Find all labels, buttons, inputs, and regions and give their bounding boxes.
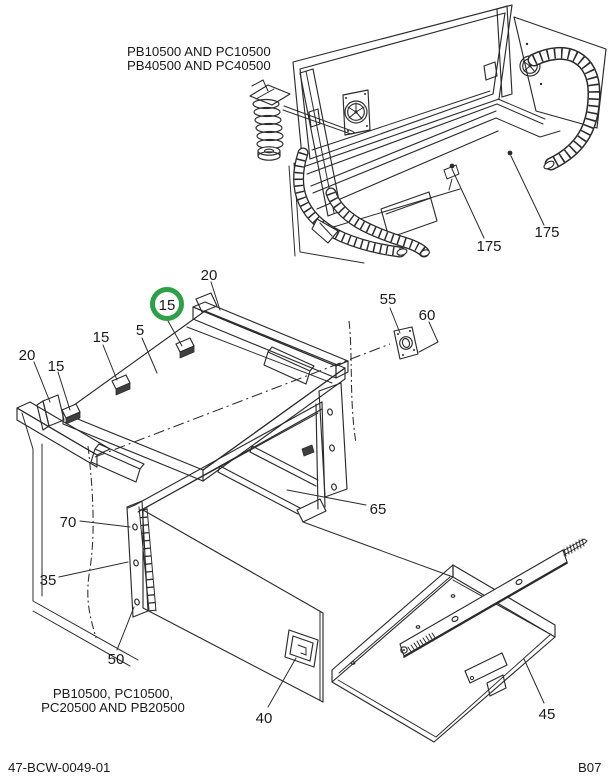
callout-5[interactable]: 5 bbox=[136, 322, 144, 339]
slide-tray bbox=[331, 564, 556, 743]
spring-bolt bbox=[249, 79, 357, 161]
callout-20-top[interactable]: 20 bbox=[201, 267, 218, 284]
callout-175-b[interactable]: 175 bbox=[534, 224, 559, 241]
door-handle bbox=[284, 629, 319, 668]
lower-caption-line1: PB10500, PC10500, bbox=[53, 686, 173, 701]
upper-caption-line1: PB10500 AND PC10500 bbox=[127, 44, 271, 59]
drawing-number: 47-BCW-0049-01 bbox=[8, 760, 110, 775]
callout-20-left[interactable]: 20 bbox=[19, 347, 36, 364]
cover-rail-right bbox=[186, 292, 349, 384]
callout-50[interactable]: 50 bbox=[108, 651, 125, 668]
callout-45[interactable]: 45 bbox=[539, 706, 556, 723]
cover-clamp-tabs bbox=[61, 337, 195, 425]
lower-caption-line2: PC20500 AND PB20500 bbox=[41, 700, 185, 715]
callout-55[interactable]: 55 bbox=[380, 291, 397, 308]
page-code: B07 bbox=[578, 760, 601, 775]
callout-40[interactable]: 40 bbox=[256, 710, 273, 727]
callout-175-a[interactable]: 175 bbox=[476, 238, 501, 255]
door-panel bbox=[138, 506, 324, 703]
right-side-wall bbox=[513, 16, 607, 129]
interior-rails bbox=[217, 444, 319, 515]
lower-assembly-drawing bbox=[16, 281, 588, 743]
callout-35[interactable]: 35 bbox=[40, 572, 57, 589]
battery-box-body bbox=[126, 382, 454, 618]
callout-15-middle[interactable]: 15 bbox=[93, 329, 110, 346]
corrugated-hose-right bbox=[527, 46, 601, 171]
callout-65[interactable]: 65 bbox=[370, 501, 387, 518]
upper-assembly-drawing bbox=[249, 4, 607, 264]
callout-60[interactable]: 60 bbox=[419, 307, 436, 324]
highlight-circle bbox=[150, 287, 184, 321]
screw-fasteners bbox=[443, 150, 545, 239]
callout-15-highlighted[interactable]: 15 bbox=[159, 297, 176, 314]
leader-lines bbox=[33, 281, 545, 708]
lid-right-post bbox=[483, 5, 513, 98]
lid-panel bbox=[292, 4, 513, 168]
callout-70[interactable]: 70 bbox=[60, 514, 77, 531]
upper-caption-line2: PB40500 AND PC40500 bbox=[127, 58, 271, 73]
labels: PB10500 AND PC10500 PB40500 AND PC40500 … bbox=[8, 44, 601, 775]
lid-fan-vent-icon bbox=[342, 89, 371, 136]
callout-15-left[interactable]: 15 bbox=[48, 358, 65, 375]
receptacle-plate bbox=[393, 326, 419, 360]
slide-rail bbox=[399, 538, 588, 658]
corrugated-hose-left bbox=[293, 147, 430, 258]
upper-tray bbox=[288, 98, 561, 264]
cover-rail-left bbox=[16, 394, 111, 468]
